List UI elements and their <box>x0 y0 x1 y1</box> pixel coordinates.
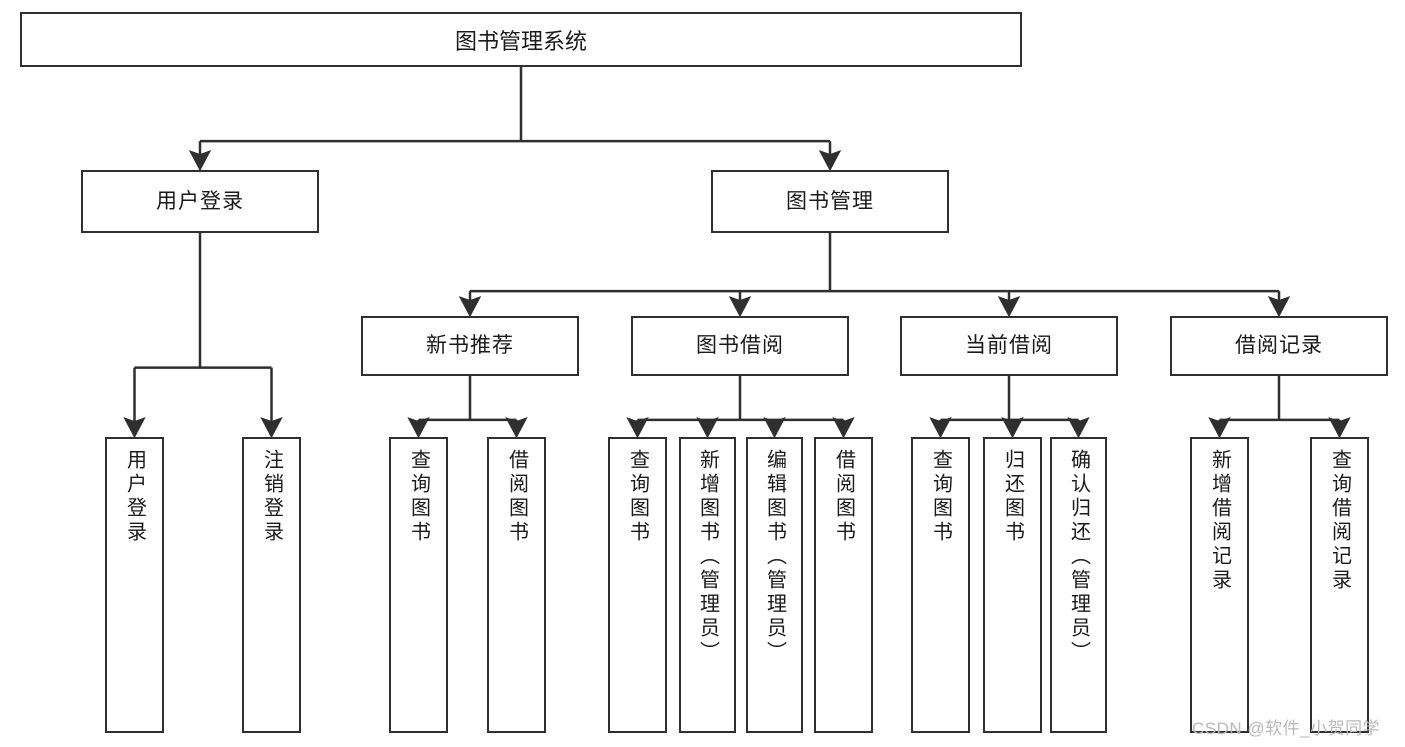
leaf-borrow-book-rec-label: 借阅图书 <box>505 449 528 545</box>
node-root[interactable]: 图书管理系统 <box>20 12 1022 67</box>
leaf-confirm-return[interactable]: 确认归还（管理员） <box>1050 437 1107 733</box>
leaf-query-book-cur-label: 查询图书 <box>929 449 952 545</box>
leaf-user-login-label: 用户登录 <box>123 449 146 545</box>
leaf-confirm-return-label: 确认归还（管理员） <box>1067 449 1090 665</box>
node-current-borrow-label: 当前借阅 <box>965 334 1053 358</box>
node-root-label: 图书管理系统 <box>454 28 587 54</box>
node-user-login[interactable]: 用户登录 <box>81 170 319 233</box>
leaf-query-book-borrow[interactable]: 查询图书 <box>608 437 667 733</box>
leaf-borrow-book-label: 借阅图书 <box>832 449 855 545</box>
node-user-login-label: 用户登录 <box>156 189 244 213</box>
leaf-add-book[interactable]: 新增图书（管理员） <box>679 437 736 733</box>
node-new-book-recommend-label: 新书推荐 <box>426 334 514 358</box>
leaf-logout[interactable]: 注销登录 <box>242 437 301 733</box>
node-book-manage[interactable]: 图书管理 <box>711 170 949 233</box>
node-book-borrow[interactable]: 图书借阅 <box>631 316 849 376</box>
leaf-add-record-label: 新增借阅记录 <box>1208 449 1231 593</box>
leaf-query-record[interactable]: 查询借阅记录 <box>1310 437 1369 733</box>
leaf-add-record[interactable]: 新增借阅记录 <box>1190 437 1249 733</box>
leaf-logout-label: 注销登录 <box>260 449 283 545</box>
leaf-borrow-book[interactable]: 借阅图书 <box>814 437 873 733</box>
leaf-edit-book[interactable]: 编辑图书（管理员） <box>746 437 803 733</box>
leaf-query-book-borrow-label: 查询图书 <box>626 449 649 545</box>
leaf-query-book-rec[interactable]: 查询图书 <box>389 437 448 733</box>
leaf-return-book-label: 归还图书 <box>1001 449 1024 545</box>
node-borrow-record[interactable]: 借阅记录 <box>1170 316 1388 376</box>
leaf-borrow-book-rec[interactable]: 借阅图书 <box>487 437 546 733</box>
node-current-borrow[interactable]: 当前借阅 <box>900 316 1118 376</box>
leaf-query-record-label: 查询借阅记录 <box>1328 449 1351 593</box>
node-book-borrow-label: 图书借阅 <box>696 334 784 358</box>
leaf-return-book[interactable]: 归还图书 <box>983 437 1042 733</box>
leaf-edit-book-label: 编辑图书（管理员） <box>763 449 786 665</box>
node-new-book-recommend[interactable]: 新书推荐 <box>361 316 579 376</box>
leaf-user-login[interactable]: 用户登录 <box>105 437 164 733</box>
node-borrow-record-label: 借阅记录 <box>1235 334 1323 358</box>
leaf-add-book-label: 新增图书（管理员） <box>696 449 719 665</box>
leaf-query-book-cur[interactable]: 查询图书 <box>911 437 970 733</box>
node-book-manage-label: 图书管理 <box>786 189 874 213</box>
leaf-query-book-rec-label: 查询图书 <box>407 449 430 545</box>
